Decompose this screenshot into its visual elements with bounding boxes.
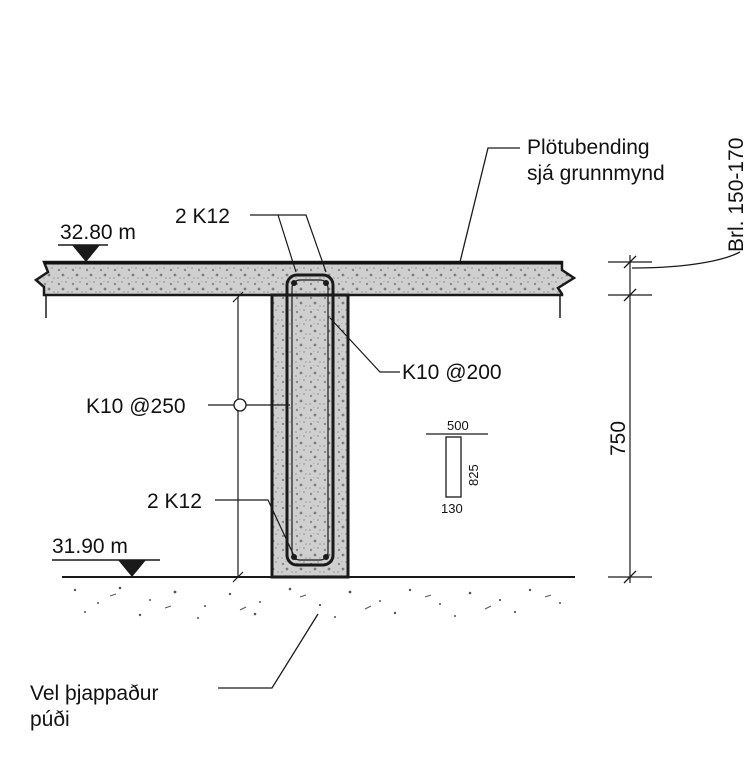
section-height-label: 825 [466, 464, 481, 486]
slab-width-leader [631, 251, 741, 269]
base-label-2: púði [30, 708, 70, 731]
elevation-bottom-marker [52, 559, 160, 577]
stirrup-200-leader [329, 317, 400, 373]
elevation-top-marker [58, 244, 108, 262]
web [270, 293, 350, 579]
elevation-top-label: 32.80 m [60, 221, 136, 244]
section-detail [426, 433, 488, 498]
stirrup [285, 273, 335, 567]
slab-reinforcement-leader [459, 147, 520, 263]
slab-reinforcement-label-2: sjá grunnmynd [527, 162, 665, 185]
stirrup-200-label: K10 @200 [402, 361, 502, 384]
rebar-bottom-label: 2 K12 [147, 490, 202, 513]
section-width-label: 500 [447, 418, 469, 433]
rebar-bottom-leader [215, 499, 297, 561]
section-web-label: 130 [441, 501, 463, 516]
rebar-top-label: 2 K12 [175, 205, 230, 228]
elevation-bottom-label: 31.90 m [52, 535, 128, 558]
slab-reinforcement-label-1: Plötubending [527, 136, 650, 159]
stirrup-250-label: K10 @250 [86, 395, 186, 418]
web-height-dimension [232, 291, 244, 583]
ground [62, 576, 575, 619]
base-label-1: Vel þjappaður [30, 682, 158, 705]
total-height-label: 750 [607, 421, 630, 456]
slab-width-label: Brl. 150-170 [725, 138, 748, 252]
slab [33, 260, 577, 297]
total-height-dimension [608, 255, 652, 584]
base-leader [218, 613, 319, 689]
